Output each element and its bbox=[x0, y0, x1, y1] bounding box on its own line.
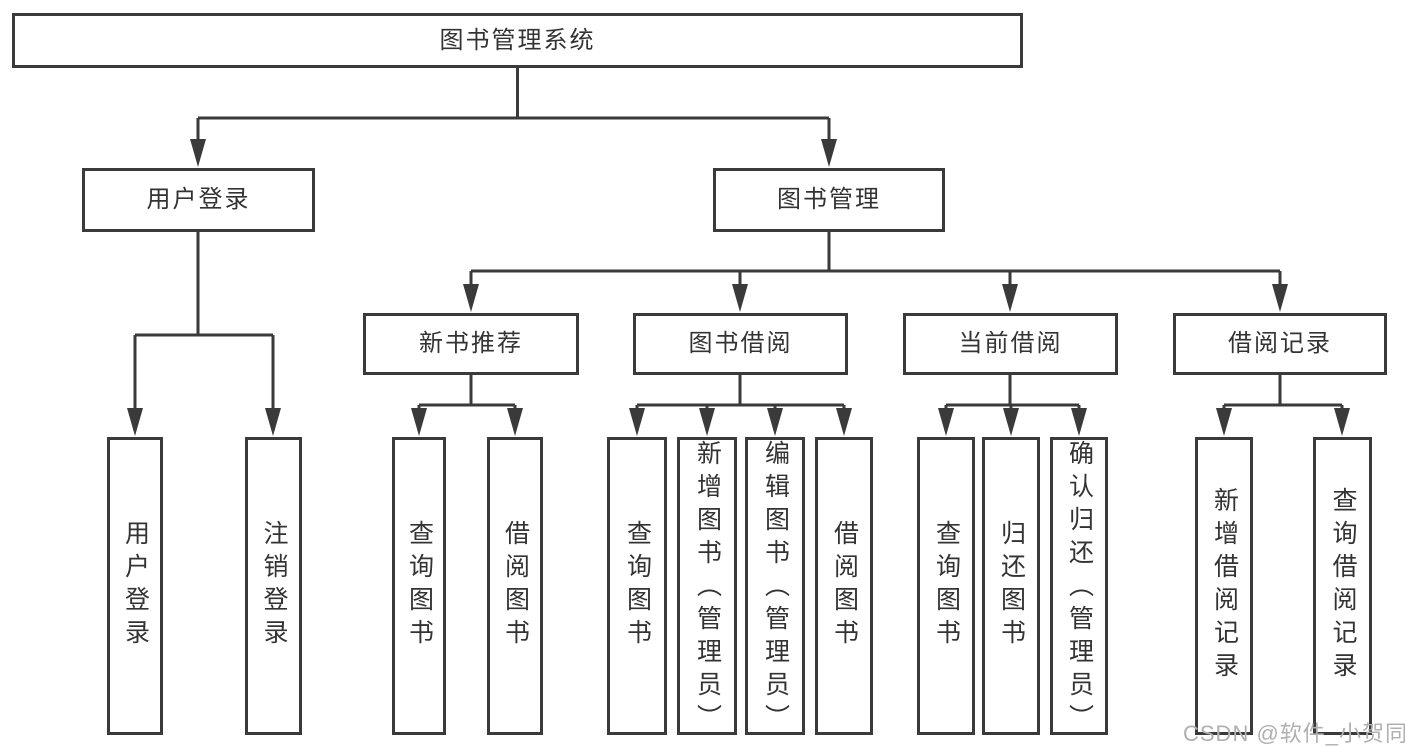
node-user-login-label: 用户登录 bbox=[146, 186, 251, 213]
leaf-cb-return-books: 归还图书 bbox=[982, 437, 1040, 735]
node-borrowing-records-label: 借阅记录 bbox=[1228, 330, 1332, 357]
arrowheads bbox=[127, 139, 1350, 436]
leaf-bb-edit-books-admin-label: 编辑图书（管理员） bbox=[761, 440, 790, 737]
leaf-bb-query-books-label: 查询图书 bbox=[623, 520, 652, 652]
leaf-user-login-label: 用户登录 bbox=[121, 520, 150, 652]
leaf-nbr-borrow-books-label: 借阅图书 bbox=[501, 520, 530, 652]
node-current-borrowing-label: 当前借阅 bbox=[958, 330, 1063, 357]
node-root-system: 图书管理系统 bbox=[12, 13, 1023, 68]
node-user-login: 用户登录 bbox=[82, 168, 315, 232]
leaf-nbr-query-books-label: 查询图书 bbox=[405, 520, 434, 652]
leaf-bb-add-books-admin-label: 新增图书（管理员） bbox=[693, 440, 722, 737]
node-borrowing-records: 借阅记录 bbox=[1173, 313, 1387, 375]
leaf-user-login: 用户登录 bbox=[107, 437, 163, 735]
node-root-label: 图书管理系统 bbox=[439, 26, 596, 54]
leaf-bb-edit-books-admin: 编辑图书（管理员） bbox=[745, 437, 805, 737]
leaf-logout-login-label: 注销登录 bbox=[260, 520, 288, 652]
node-book-management-label: 图书管理 bbox=[777, 186, 881, 213]
leaf-cb-confirm-return-admin: 确认归还（管理员） bbox=[1050, 437, 1108, 737]
node-book-management: 图书管理 bbox=[713, 168, 945, 232]
leaf-cb-query-books-label: 查询图书 bbox=[932, 520, 961, 652]
leaf-logout-login: 注销登录 bbox=[245, 437, 302, 735]
node-new-book-recommend: 新书推荐 bbox=[363, 313, 579, 375]
leaf-br-query-record: 查询借阅记录 bbox=[1313, 437, 1372, 735]
node-new-book-recommend-label: 新书推荐 bbox=[419, 330, 523, 357]
csdn-watermark: CSDN @软件_小贺同学 bbox=[1183, 721, 1405, 746]
node-current-borrowing: 当前借阅 bbox=[903, 313, 1118, 375]
leaf-cb-confirm-return-admin-label: 确认归还（管理员） bbox=[1065, 440, 1094, 737]
leaf-cb-query-books: 查询图书 bbox=[917, 437, 975, 735]
leaf-bb-query-books: 查询图书 bbox=[607, 437, 667, 735]
leaf-bb-add-books-admin: 新增图书（管理员） bbox=[677, 437, 737, 737]
leaf-br-add-record-label: 新增借阅记录 bbox=[1210, 487, 1239, 685]
leaf-nbr-borrow-books: 借阅图书 bbox=[487, 437, 543, 735]
node-book-borrowing-label: 图书借阅 bbox=[688, 330, 793, 357]
leaf-br-add-record: 新增借阅记录 bbox=[1195, 437, 1253, 735]
leaf-br-query-record-label: 查询借阅记录 bbox=[1329, 487, 1357, 685]
leaf-bb-borrow-books: 借阅图书 bbox=[815, 437, 873, 735]
leaf-bb-borrow-books-label: 借阅图书 bbox=[830, 520, 859, 652]
node-book-borrowing: 图书借阅 bbox=[633, 313, 848, 375]
leaf-cb-return-books-label: 归还图书 bbox=[997, 520, 1026, 652]
leaf-nbr-query-books: 查询图书 bbox=[392, 437, 446, 735]
